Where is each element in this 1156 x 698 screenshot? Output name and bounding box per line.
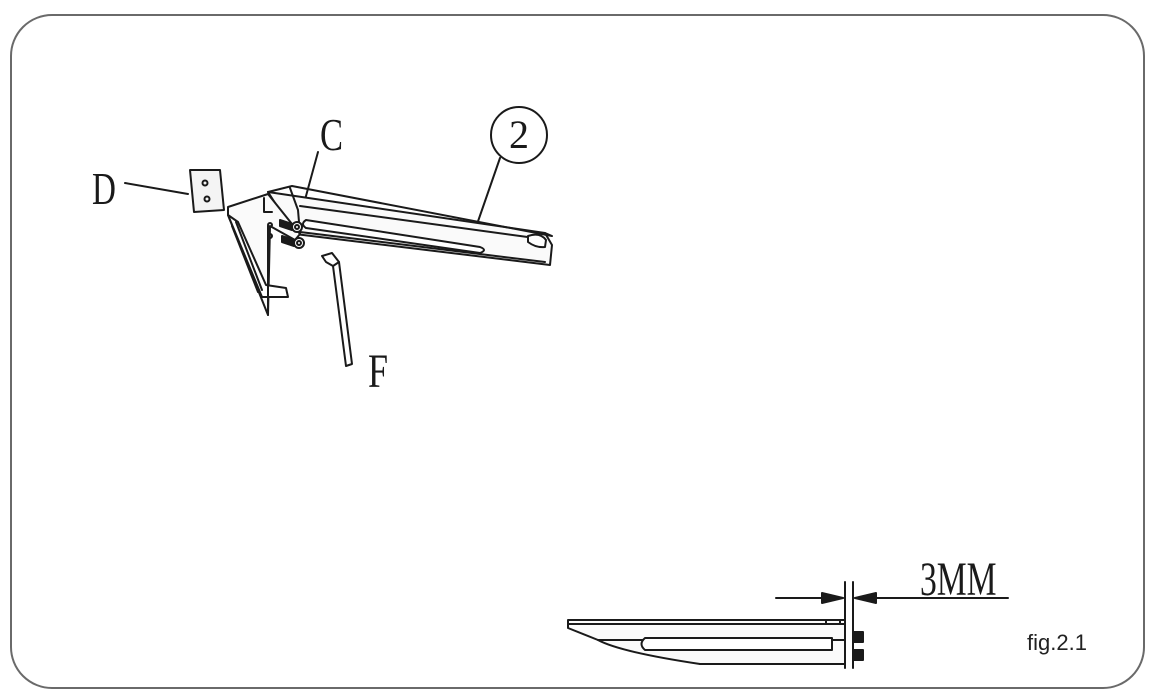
leader-d: [124, 182, 189, 195]
plate-d: [189, 169, 225, 213]
bracket-arm: [267, 185, 553, 266]
gap-dimension-label: 3MM: [920, 553, 997, 606]
part-number: 2: [509, 112, 529, 157]
part-number-circle: 2: [490, 106, 548, 164]
label-c: C: [320, 109, 344, 160]
figure-caption: fig.2.1: [1027, 630, 1087, 655]
label-f: F: [368, 345, 389, 398]
leader-part: [474, 157, 501, 231]
screws-c: [279, 219, 305, 249]
label-d: D: [92, 163, 116, 214]
hex-key-f: [321, 252, 353, 367]
side-view-detail: [567, 581, 1009, 669]
figure-frame: [10, 14, 1145, 689]
